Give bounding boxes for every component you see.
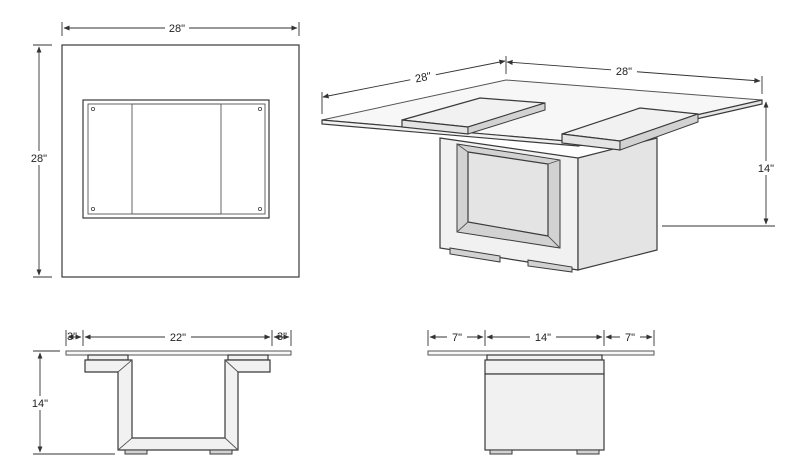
left-pad-side [467, 102, 546, 135]
front-right-foot [209, 449, 233, 455]
side-right-margin-label: 7" [625, 332, 635, 344]
screw-icon [257, 206, 262, 211]
side-left-margin-label: 7" [452, 332, 462, 344]
front-base-body [84, 359, 271, 451]
right-pad-side [619, 113, 699, 151]
persp-width-label: 28" [414, 71, 432, 86]
left-pad-outline [87, 103, 133, 215]
top-width-label: 28" [169, 23, 185, 35]
side-base-cap [484, 359, 605, 375]
foot-front-left [449, 247, 501, 263]
side-right-foot [576, 449, 600, 455]
persp-height-label: 14" [758, 163, 774, 175]
front-height-label: 14" [32, 398, 48, 410]
side-left-foot [489, 449, 513, 455]
front-center-label: 22" [170, 332, 186, 344]
base-right-face [577, 137, 658, 271]
side-glass [427, 350, 655, 356]
front-right-margin-label: 3" [277, 331, 287, 343]
side-base-body [484, 373, 605, 451]
foot-front-right [527, 259, 573, 273]
screw-icon [91, 206, 96, 211]
front-elevation: 3" 22" 3" 14" [27, 330, 292, 455]
side-pad [486, 354, 603, 361]
front-left-margin-label: 3" [67, 331, 77, 343]
right-pad-outline [220, 103, 266, 215]
screw-icon [257, 107, 262, 112]
front-glass [65, 350, 292, 356]
front-left-pad [87, 354, 129, 361]
persp-depth-label: 28" [616, 66, 632, 78]
side-elevation: 7" 14" 7" [427, 330, 655, 455]
side-center-label: 14" [535, 332, 551, 344]
front-left-foot [124, 449, 148, 455]
glass-top-outline [61, 44, 300, 278]
perspective-view: 28" 28" 14" [321, 56, 779, 273]
base-opening-back [467, 151, 549, 237]
base-plan-outline [82, 99, 270, 219]
top-depth-label: 28" [31, 153, 47, 165]
screw-icon [91, 107, 96, 112]
top-view: 28" 28" [26, 21, 300, 278]
front-right-pad [227, 354, 269, 361]
